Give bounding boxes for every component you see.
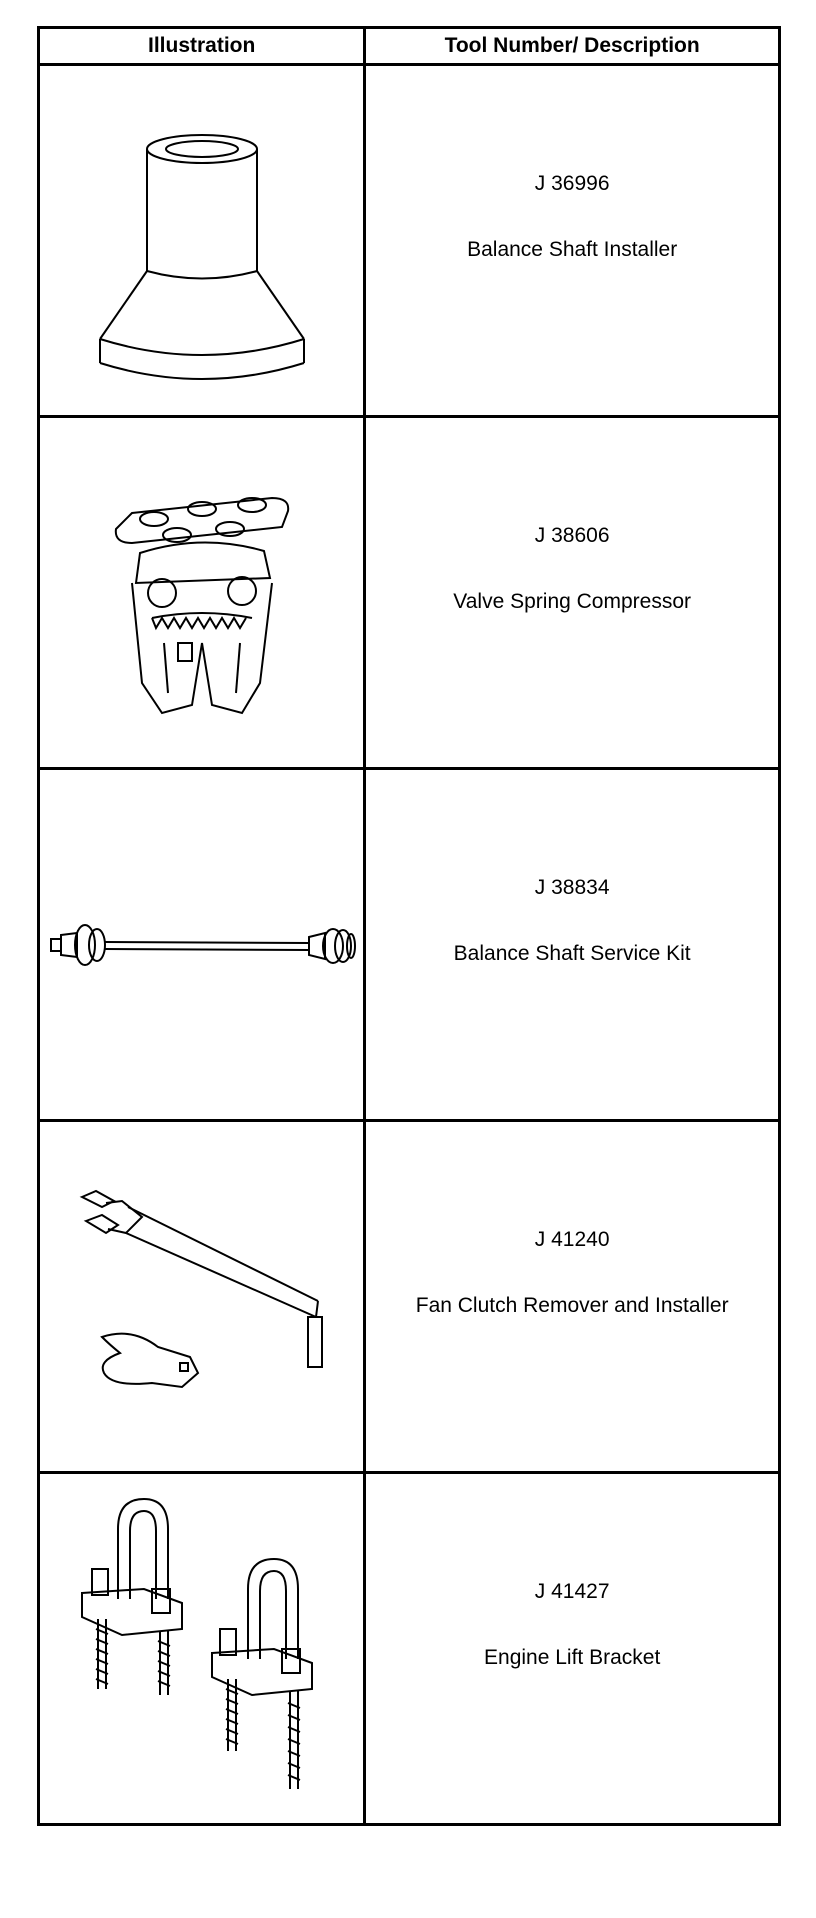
balance-shaft-service-kit-icon (49, 923, 356, 966)
description-cell: J 41240 Fan Clutch Remover and Installer (363, 1119, 781, 1474)
table-row: J 36996 Balance Shaft Installer (36, 63, 781, 418)
balance-shaft-installer-icon (98, 133, 305, 380)
illustration-cell (36, 767, 367, 1122)
tool-number: J 38834 (534, 875, 610, 899)
tool-number: J 41240 (534, 1227, 610, 1251)
description-cell: J 38834 Balance Shaft Service Kit (363, 767, 781, 1122)
description-cell: J 41427 Engine Lift Bracket (363, 1471, 781, 1826)
illustration-cell (36, 415, 367, 770)
tool-number: J 38606 (534, 523, 610, 547)
engine-lift-bracket-icon (80, 1497, 313, 1789)
tool-number: J 36996 (534, 171, 610, 195)
illustration-cell (36, 1119, 367, 1474)
table-row: J 38834 Balance Shaft Service Kit (36, 767, 781, 1122)
valve-spring-compressor-icon (114, 496, 289, 714)
tool-number: J 41427 (534, 1579, 610, 1603)
tool-description: Balance Shaft Service Kit (453, 941, 691, 965)
header-row: Illustration Tool Number/ Description (36, 26, 781, 66)
header-illustration: Illustration (36, 26, 367, 66)
description-cell: J 36996 Balance Shaft Installer (363, 63, 781, 418)
fan-clutch-remover-icon (79, 1189, 323, 1388)
tool-description: Balance Shaft Installer (467, 237, 678, 261)
tool-description: Valve Spring Compressor (453, 589, 692, 613)
description-cell: J 38606 Valve Spring Compressor (363, 415, 781, 770)
illustration-cell (36, 63, 367, 418)
table-row: J 41240 Fan Clutch Remover and Installer (36, 1119, 781, 1474)
table-row: J 38606 Valve Spring Compressor (36, 415, 781, 770)
tool-table: Illustration Tool Number/ Description (36, 26, 781, 1826)
tool-description: Fan Clutch Remover and Installer (415, 1293, 729, 1317)
illustration-cell (36, 1471, 367, 1826)
tool-description: Engine Lift Bracket (484, 1645, 661, 1669)
header-tool-description: Tool Number/ Description (363, 26, 781, 66)
table-row: J 41427 Engine Lift Bracket (36, 1471, 781, 1826)
